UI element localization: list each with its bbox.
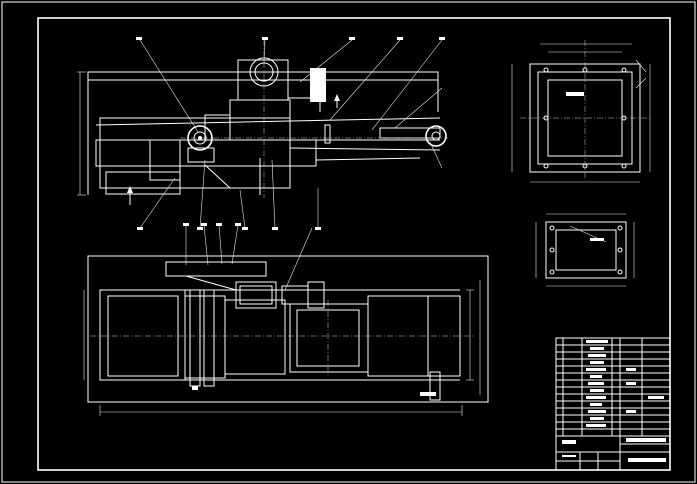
flange-view	[535, 213, 635, 287]
leader-balloons-bottom	[137, 227, 321, 230]
parts-list-text-blocks	[586, 340, 664, 427]
parts-list-rows	[556, 338, 670, 437]
side-view	[511, 40, 651, 183]
plan-view	[83, 223, 489, 416]
title-block	[555, 337, 671, 471]
front-elevation-view	[77, 37, 448, 230]
leader-balloons-top	[136, 37, 445, 40]
